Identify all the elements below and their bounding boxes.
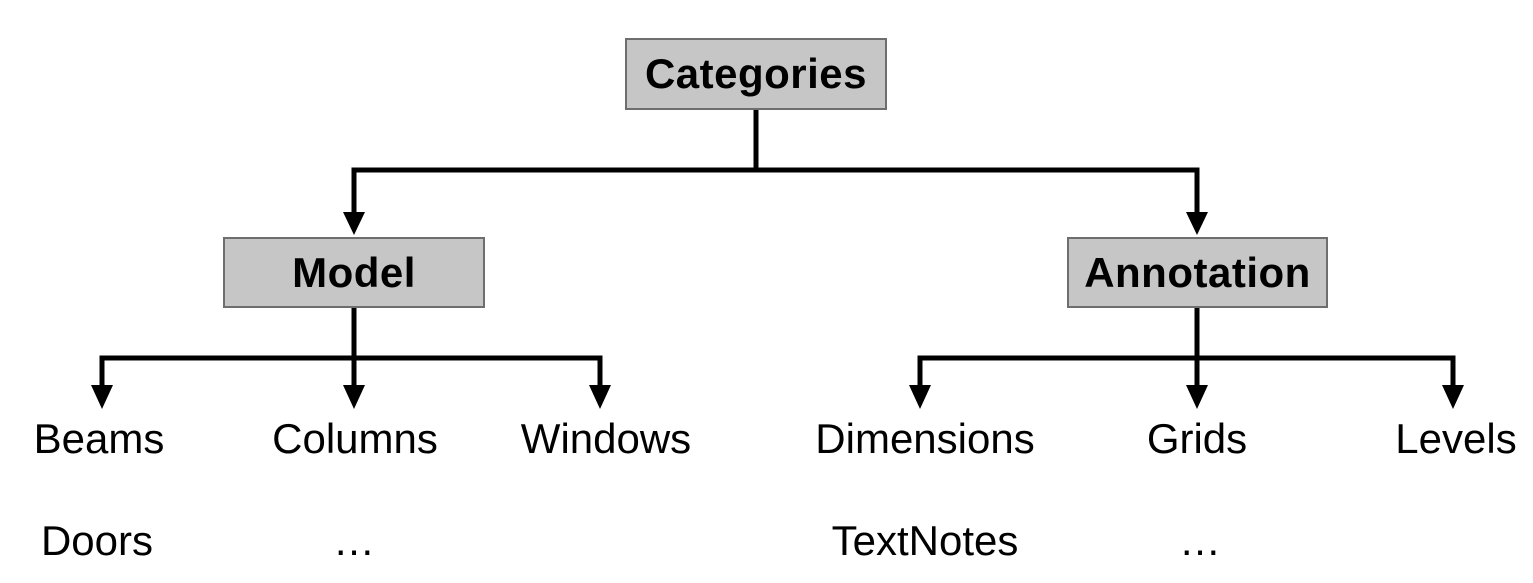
leaf-label-textnotes: TextNotes bbox=[831, 517, 1019, 564]
arrowhead-to-grids-icon bbox=[1186, 385, 1208, 409]
leaf-label-beams: Beams bbox=[33, 415, 165, 462]
node-categories-label: Categories bbox=[644, 50, 868, 97]
node-annotation: Annotation bbox=[1067, 237, 1328, 308]
arrowhead-to-levels-icon bbox=[1442, 385, 1464, 409]
node-annotation-label: Annotation bbox=[1084, 248, 1311, 296]
model-more-ellipsis: … bbox=[333, 517, 375, 564]
node-model-label: Model bbox=[292, 248, 416, 296]
leaf-label-windows: Windows bbox=[520, 415, 692, 462]
arrowhead-to-windows-icon bbox=[589, 385, 611, 409]
node-model: Model bbox=[223, 237, 485, 308]
arrowhead-to-columns-icon bbox=[343, 385, 365, 409]
leaf-label-grids: Grids bbox=[1146, 415, 1248, 462]
leaf-label-columns: Columns bbox=[272, 415, 438, 462]
arrowhead-to-dimensions-icon bbox=[909, 385, 931, 409]
node-categories: Categories bbox=[625, 38, 887, 110]
arrowhead-to-beams-icon bbox=[91, 385, 113, 409]
arrowhead-to-annotation-icon bbox=[1186, 212, 1208, 235]
leaf-label-dimensions: Dimensions bbox=[815, 415, 1035, 462]
leaf-label-levels: Levels bbox=[1395, 415, 1517, 462]
leaf-label-doors: Doors bbox=[40, 517, 154, 564]
annotation-more-ellipsis: … bbox=[1179, 517, 1221, 564]
arrowhead-to-model-icon bbox=[343, 212, 365, 235]
